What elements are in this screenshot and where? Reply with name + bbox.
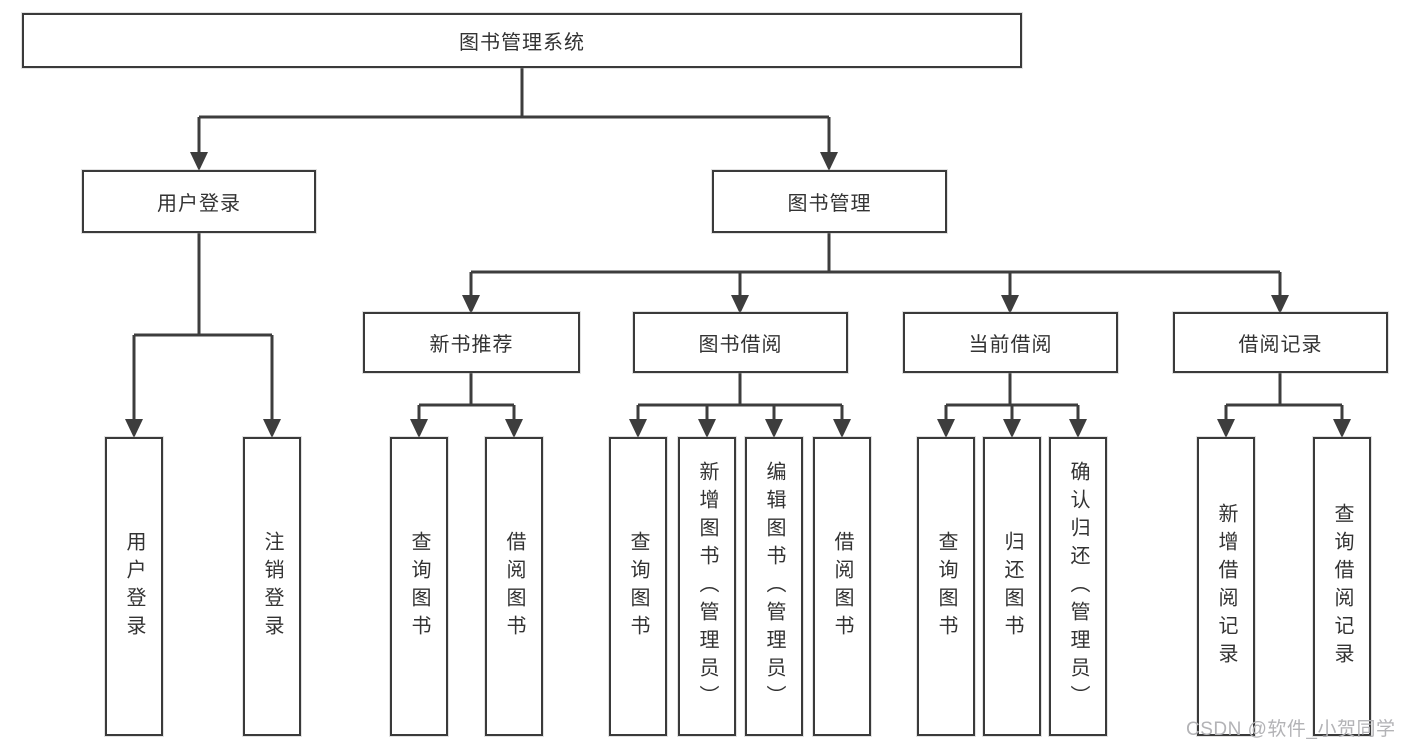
leaf-edit-books-admin: 编辑图书（管理员） bbox=[745, 437, 803, 736]
leaf-logout: 注销登录 bbox=[243, 437, 301, 736]
node-book-management: 图书管理 bbox=[712, 170, 947, 233]
leaf-query-books: 查询图书 bbox=[390, 437, 448, 736]
leaf-add-books-admin: 新增图书（管理员） bbox=[678, 437, 736, 736]
watermark: CSDN @软件_小贺同学 bbox=[1186, 719, 1396, 740]
node-current-borrowing: 当前借阅 bbox=[903, 312, 1118, 373]
node-library-management-system: 图书管理系统 bbox=[22, 13, 1022, 68]
leaf-confirm-return-admin: 确认归还（管理员） bbox=[1049, 437, 1107, 736]
connector-path bbox=[132, 66, 1344, 421]
node-borrowing-records: 借阅记录 bbox=[1173, 312, 1388, 373]
leaf-borrow-books: 借阅图书 bbox=[485, 437, 543, 736]
leaf-return-books: 归还图书 bbox=[983, 437, 1041, 736]
arrowhead-icons bbox=[125, 152, 1351, 438]
leaf-query-books-3: 查询图书 bbox=[917, 437, 975, 736]
leaf-query-books-2: 查询图书 bbox=[609, 437, 667, 736]
node-new-book-recommendation: 新书推荐 bbox=[363, 312, 580, 373]
node-book-borrowing: 图书借阅 bbox=[633, 312, 848, 373]
leaf-user-login: 用户登录 bbox=[105, 437, 163, 736]
leaf-borrow-books-2: 借阅图书 bbox=[813, 437, 871, 736]
node-user-login: 用户登录 bbox=[82, 170, 316, 233]
leaf-query-borrow-record: 查询借阅记录 bbox=[1313, 437, 1371, 736]
leaf-add-borrow-record: 新增借阅记录 bbox=[1197, 437, 1255, 736]
